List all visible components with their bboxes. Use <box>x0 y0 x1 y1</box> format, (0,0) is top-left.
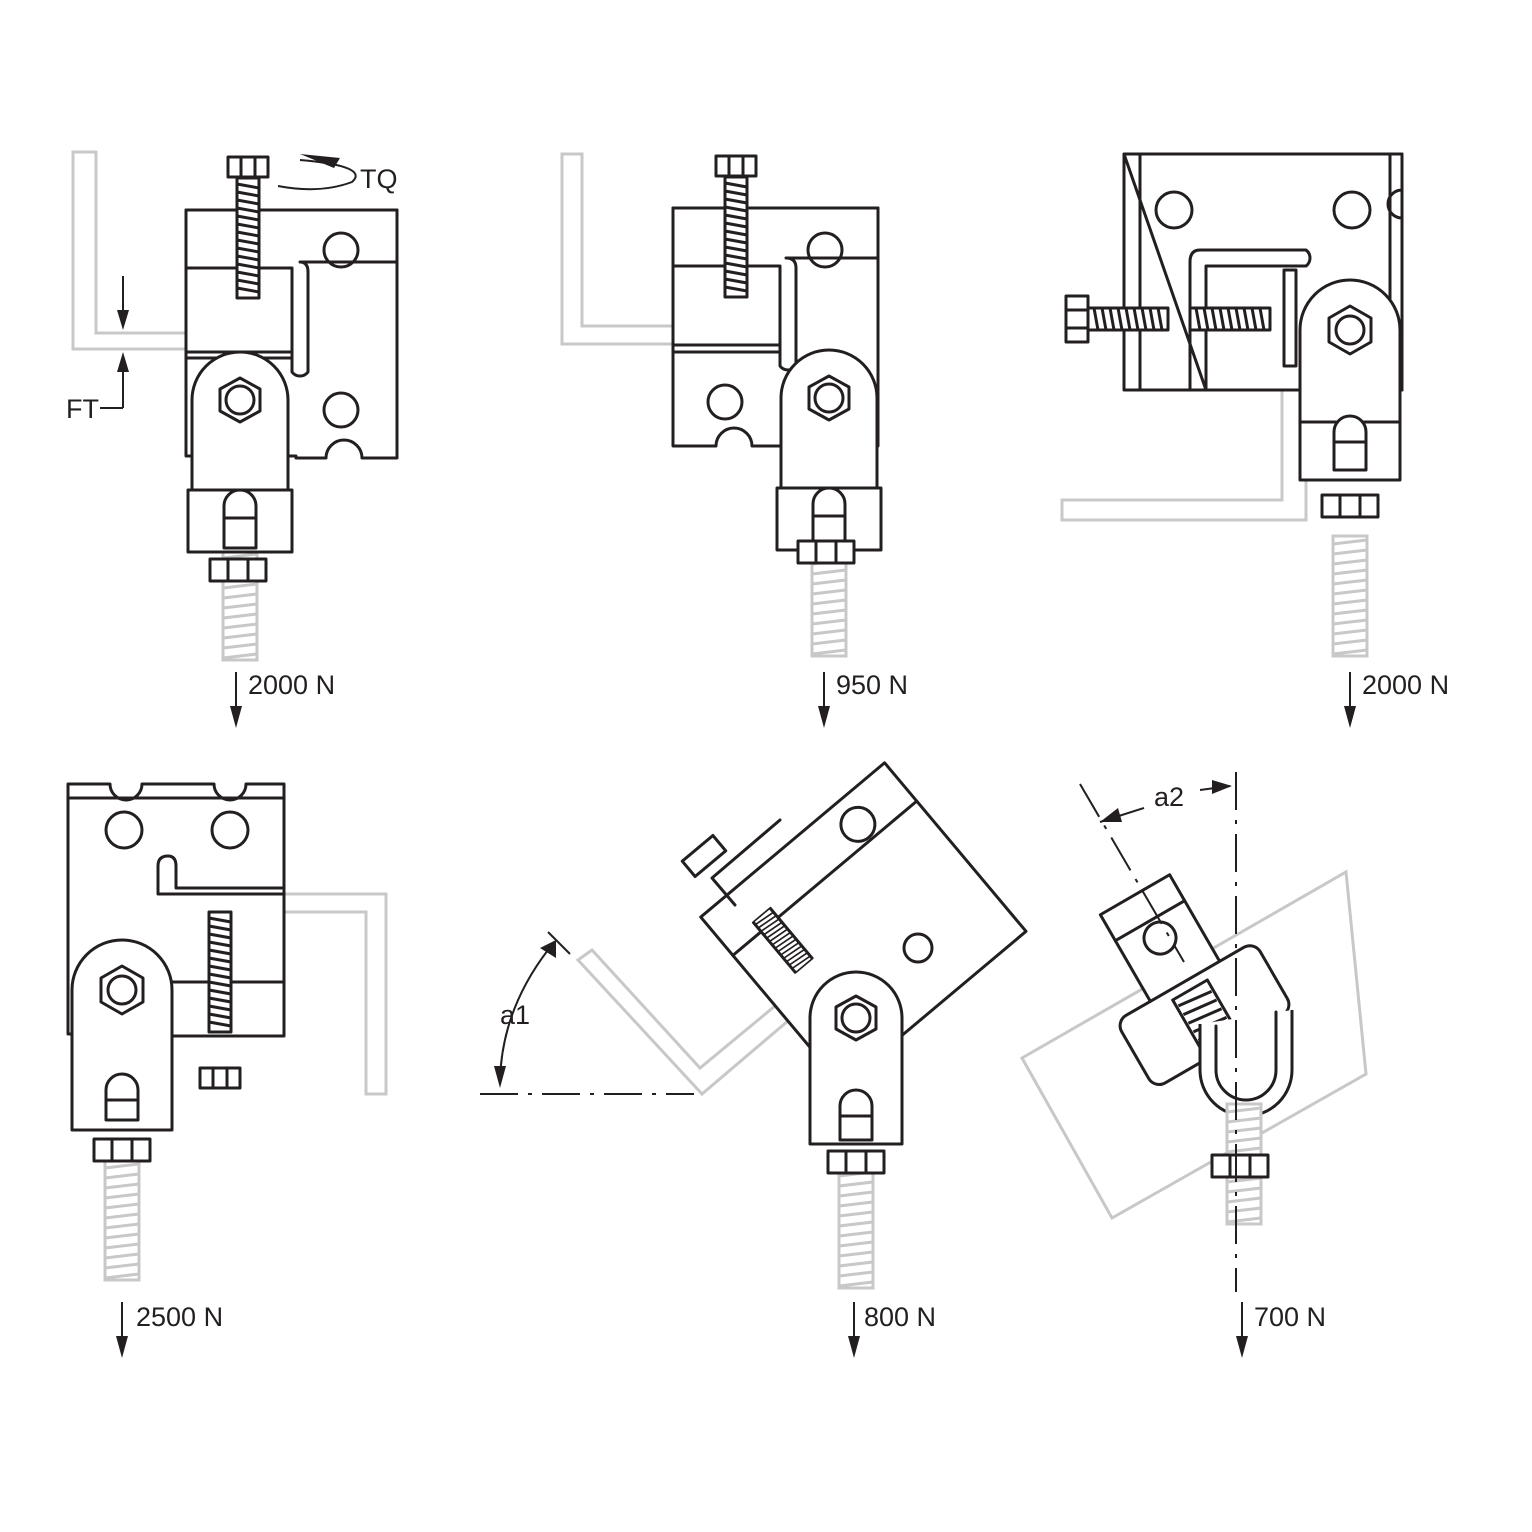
swivel-yoke <box>186 350 294 554</box>
hex-nut-icon <box>1320 493 1380 519</box>
load-arrow-icon <box>229 671 243 729</box>
load-label: 950 N <box>836 670 908 700</box>
load-arrow-icon <box>1343 671 1357 729</box>
threaded-rod <box>1331 534 1369 658</box>
set-screw-head-icon <box>714 154 758 178</box>
load-arrow-icon <box>847 1301 861 1359</box>
load-label: 2000 N <box>248 670 335 700</box>
load-label: 800 N <box>864 1302 936 1332</box>
flange-thickness-label: FT <box>66 394 99 424</box>
angle-label: a1 <box>500 1000 530 1030</box>
swivel-yoke <box>775 348 883 552</box>
set-screw-head-icon <box>1064 294 1090 344</box>
set-screw-head-icon <box>198 1066 242 1090</box>
panel-1: TQ FT 2000 N <box>66 150 399 729</box>
set-screw <box>1086 306 1170 332</box>
swivel-yoke <box>1298 278 1402 482</box>
load-label: 2500 N <box>136 1302 223 1332</box>
panel-6: a2 700 N <box>1019 772 1368 1359</box>
body-hole <box>902 932 934 964</box>
swivel-yoke <box>808 970 904 1146</box>
angle-label: a2 <box>1154 782 1184 812</box>
panel-2: 950 N <box>560 152 908 729</box>
load-label: 700 N <box>1254 1302 1326 1332</box>
hex-nut-icon <box>208 557 268 583</box>
threaded-rod <box>837 1166 875 1290</box>
rotated-axis-line <box>1079 783 1185 963</box>
panel-4: 2500 N <box>66 782 388 1359</box>
set-screw-head-icon <box>680 833 728 879</box>
panel-5: a1 800 N <box>480 761 1028 1359</box>
swivel-yoke <box>70 938 174 1132</box>
hex-nut-icon <box>826 1149 886 1175</box>
set-screw <box>723 175 749 299</box>
load-arrow-icon <box>1235 1301 1249 1359</box>
set-screw <box>207 910 233 1034</box>
pressure-plate <box>1282 268 1298 368</box>
torque-arrow <box>277 159 357 191</box>
set-screw <box>235 176 261 300</box>
hex-nut-icon <box>1210 1153 1270 1179</box>
set-screw-tip <box>1188 306 1272 332</box>
torque-label: TQ <box>360 164 398 194</box>
hex-nut-icon <box>92 1137 152 1163</box>
threaded-rod <box>103 1158 141 1282</box>
panel-3: 2000 N <box>1060 152 1449 729</box>
set-screw-head-icon <box>226 155 270 179</box>
load-arrow-icon <box>115 1301 129 1359</box>
load-label: 2000 N <box>1362 670 1449 700</box>
load-arrow-icon <box>817 671 831 729</box>
hex-nut-icon <box>796 539 856 565</box>
